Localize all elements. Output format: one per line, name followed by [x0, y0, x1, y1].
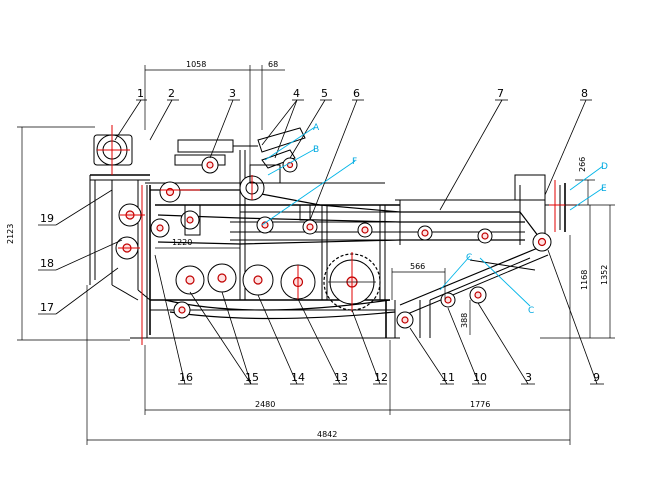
dimension-1352: 1352 — [600, 265, 609, 285]
dimension-1776: 1776 — [470, 400, 490, 409]
dimension-2480: 2480 — [255, 400, 275, 409]
section-marker-e: E — [601, 184, 607, 194]
part-number-6: 6 — [353, 87, 360, 100]
part-number-13: 13 — [334, 371, 348, 384]
section-marker-c-right: C — [528, 306, 534, 316]
part-number-7: 7 — [497, 87, 504, 100]
part-number-14: 14 — [291, 371, 305, 384]
part-number-1: 1 — [137, 87, 144, 100]
dimension-68: 68 — [268, 60, 278, 69]
part-number-17: 17 — [40, 301, 54, 314]
dimension-266: 266 — [578, 157, 587, 172]
part-number-2: 2 — [168, 87, 175, 100]
machine-frame — [89, 150, 566, 339]
section-marker-d: D — [601, 162, 608, 172]
dimension-566: 566 — [410, 262, 425, 271]
part-number-18: 18 — [40, 257, 54, 270]
section-marker-lines — [261, 126, 604, 307]
dimension-388: 388 — [460, 313, 469, 328]
part-number-4: 4 — [293, 87, 300, 100]
section-marker-b: B — [313, 145, 319, 155]
section-marker-f: F — [352, 157, 357, 167]
part-number-15: 15 — [245, 371, 259, 384]
part-number-10: 10 — [473, 371, 487, 384]
part-number-12: 12 — [374, 371, 388, 384]
dimension-1168: 1168 — [580, 270, 589, 290]
leader-lines — [38, 99, 604, 385]
air-cylinders — [174, 127, 311, 236]
part-number-16: 16 — [179, 371, 193, 384]
dimension-4842: 4842 — [317, 430, 337, 439]
dimension-1220: 1220 — [172, 238, 192, 247]
part-number-8: 8 — [581, 87, 588, 100]
centerlines — [97, 125, 580, 345]
section-marker-c-top: C — [466, 253, 472, 263]
part-number-11: 11 — [441, 371, 455, 384]
part-number-3-top: 3 — [229, 87, 236, 100]
filter-belts — [150, 189, 546, 320]
section-marker-a: A — [313, 123, 320, 133]
dimension-1058: 1058 — [186, 60, 206, 69]
part-number-19: 19 — [40, 212, 54, 225]
dimension-2123: 2123 — [6, 224, 15, 244]
part-number-9: 9 — [593, 371, 600, 384]
dimension-lines — [17, 65, 615, 445]
part-number-5: 5 — [321, 87, 328, 100]
part-number-3-bottom: 3 — [525, 371, 532, 384]
